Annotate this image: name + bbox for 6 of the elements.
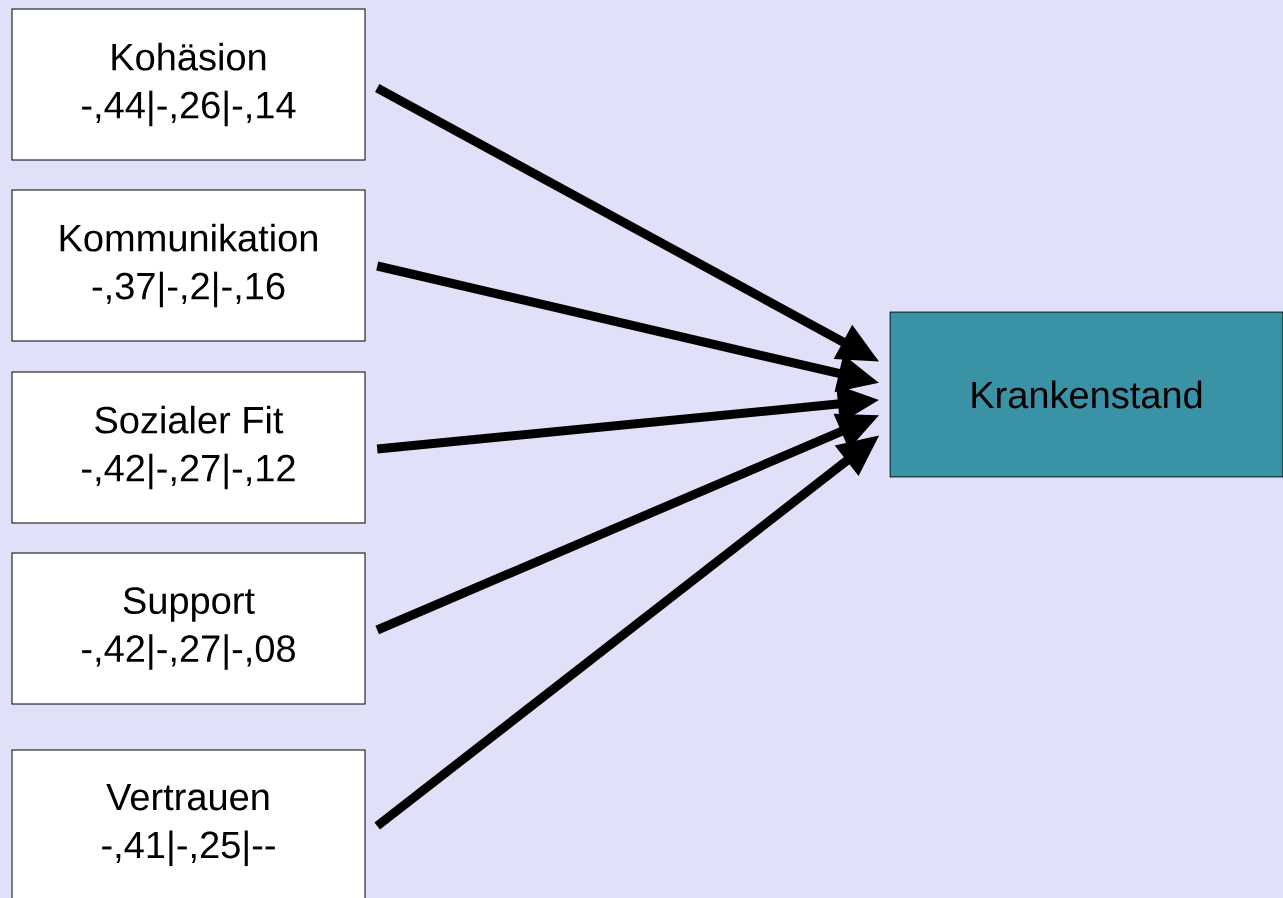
process-box: Vertrauen -,41|-,25|--: [11, 749, 366, 898]
process-box: Sozialer Fit -,42|-,27|-,12: [11, 371, 366, 524]
process-box: Kohäsion -,44|-,26|-,14: [11, 8, 366, 161]
outcome-box: Krankenstand: [889, 311, 1283, 478]
process-box: Kommunikation -,37|-,2|-,16: [11, 189, 366, 342]
process-box: Support -,42|-,27|-,08: [11, 552, 366, 705]
